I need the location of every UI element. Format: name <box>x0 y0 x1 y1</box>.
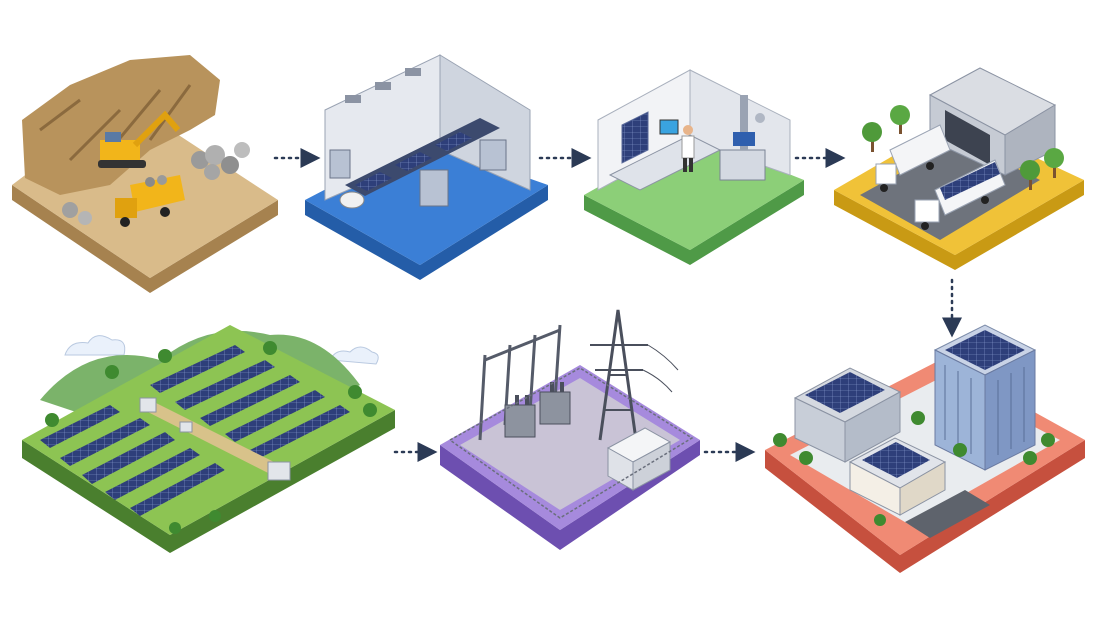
stage-testing <box>584 70 804 265</box>
cloud-icon <box>65 336 125 355</box>
inverter-box <box>180 422 192 432</box>
inverter-box <box>140 398 156 412</box>
stage-solar-farm <box>22 325 395 553</box>
inverter-box <box>268 462 290 480</box>
machine-unit <box>330 150 350 178</box>
stage-city <box>765 325 1085 573</box>
stage-logistics <box>834 68 1084 270</box>
monitor-icon <box>660 120 678 134</box>
tower-building-icon <box>935 325 1035 470</box>
stage-mining <box>12 55 278 293</box>
stage-substation <box>440 310 700 550</box>
stage-manufacturing <box>305 55 548 280</box>
machine-unit <box>420 170 448 206</box>
